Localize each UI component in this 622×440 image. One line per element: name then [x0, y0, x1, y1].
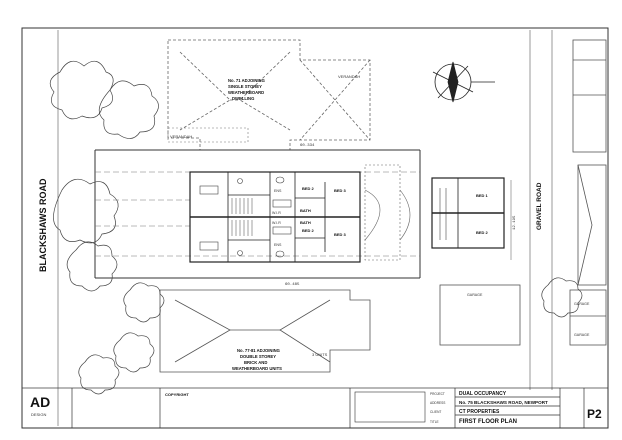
neighbour-top-line4: DWELLING — [232, 96, 254, 101]
sheet-number: P2 — [587, 407, 602, 421]
neighbour-bottom-line2: DOUBLE STOREY — [240, 354, 276, 359]
driveway — [364, 164, 411, 261]
rear-bed2-label: BED 2 — [476, 230, 489, 235]
legend-swatches — [354, 391, 426, 423]
dimension-bottom: 60.485 — [285, 283, 300, 287]
neighbour-top-verandah-right: VERANDAH — [338, 74, 360, 79]
unit1-bath-label: BATH — [300, 208, 311, 213]
main-building — [189, 171, 361, 263]
client-value: CT PROPERTIES — [459, 409, 500, 415]
neighbour-bottom-line3: BRICK AND — [244, 360, 267, 365]
client-label: CLIENT — [430, 410, 441, 414]
unit1-bed3-label: BED 3 — [334, 188, 347, 193]
firm-logo: AD — [30, 394, 50, 410]
dimension-right: 12.195 — [513, 215, 517, 230]
rear-bed1-label: BED 1 — [476, 193, 489, 198]
garage-top-label: GARAGE — [467, 293, 483, 297]
unit2-wir-label: W.I.R — [272, 221, 281, 225]
neighbour-bottom-line1: No. 77-81 ADJOINING — [237, 348, 280, 353]
road-right-label: GRAVEL ROAD — [536, 182, 543, 230]
copyright-label: COPYRIGHT — [165, 392, 189, 397]
neighbour-top-line1: No. 71 ADJOINING — [228, 78, 265, 83]
unit1-bed2-label: BED 2 — [302, 186, 315, 191]
address-label: ADDRESS — [430, 401, 445, 405]
garage-right1-label: GARAGE — [574, 302, 590, 306]
rear-unit — [431, 177, 505, 249]
neighbour-bottom-units: 3 UNITS — [312, 352, 328, 357]
neighbour-top-line3: WEATHERBOARD — [228, 90, 264, 95]
north-arrow-icon — [432, 61, 495, 103]
setback-lines — [95, 171, 420, 257]
firm-sub: DESIGN — [31, 412, 46, 417]
stairs — [231, 198, 253, 236]
neighbour-bottom-line4: WEATHERBOARD UNITS — [232, 366, 282, 371]
address-value: No. 75 BLACKSHAWS ROAD, NEWPORT — [459, 400, 548, 405]
project-label: PROJECT — [430, 392, 445, 396]
neighbour-top-building — [167, 39, 371, 151]
drawing-border — [21, 27, 609, 429]
fixtures — [199, 176, 292, 258]
title-value: FIRST FLOOR PLAN — [459, 419, 517, 425]
unit1-wir-label: W.I.R — [272, 211, 281, 215]
tree-symbols — [49, 60, 583, 395]
site-boundary — [94, 149, 421, 279]
neighbour-right-buildings — [569, 39, 607, 346]
unit2-bed2-label: BED 2 — [302, 228, 315, 233]
unit2-bed3-label: BED 3 — [334, 232, 347, 237]
title-block — [21, 387, 609, 429]
garage-right2-label: GARAGE — [574, 333, 590, 337]
unit1-ens-label: ENS — [274, 189, 282, 193]
unit2-ens-label: ENS — [274, 243, 282, 247]
dimension-top: 60.334 — [300, 144, 315, 148]
neighbour-top-verandah-left: VERANDAH — [170, 134, 192, 139]
project-value: DUAL OCCUPANCY — [459, 391, 507, 397]
title-label: TITLE — [430, 420, 439, 424]
neighbour-top-line2: SINGLE STOREY — [228, 84, 262, 89]
road-left-label: BLACKSHAWS ROAD — [38, 178, 48, 272]
neighbour-bottom-building — [159, 284, 521, 373]
unit2-bath-label: BATH — [300, 220, 311, 225]
